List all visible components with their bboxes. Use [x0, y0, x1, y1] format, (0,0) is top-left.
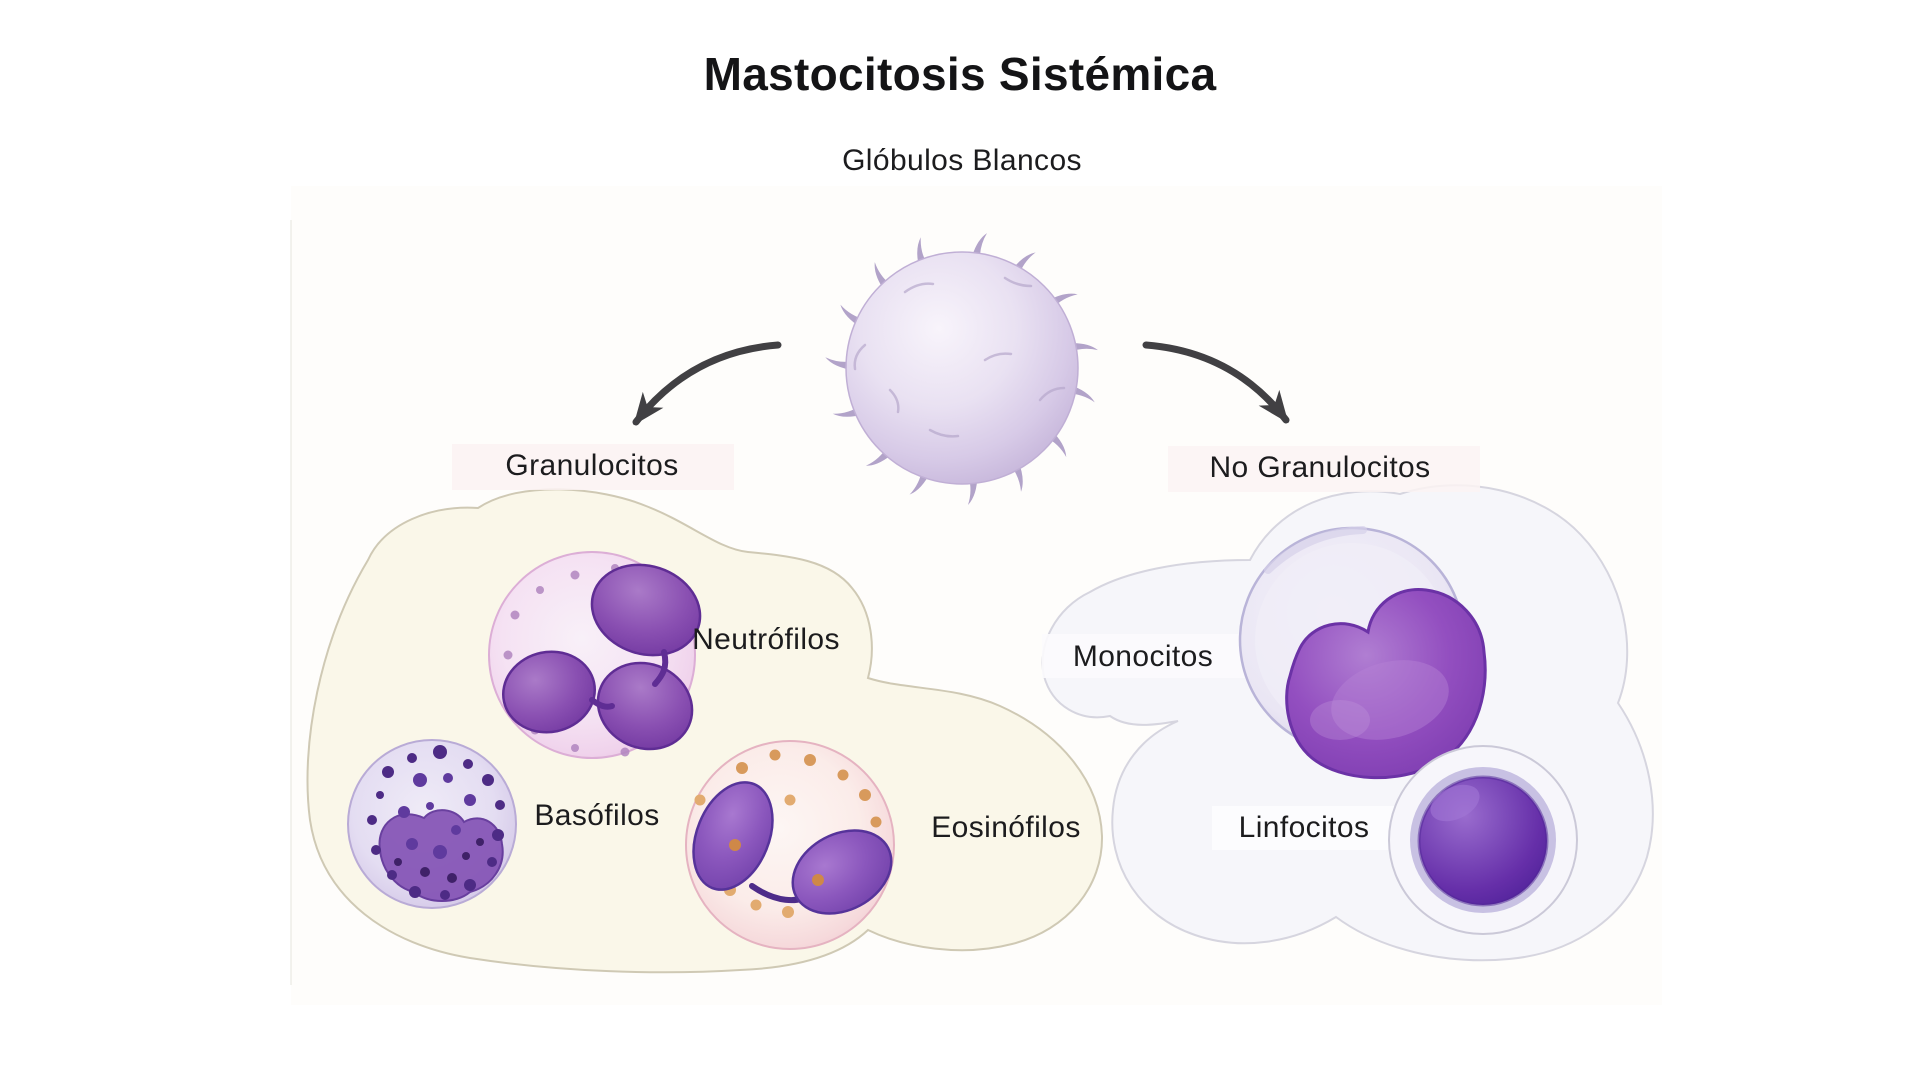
neutrophil-cell-illustration — [488, 551, 702, 759]
white-blood-cell-illustration — [824, 231, 1098, 506]
eosinophil-cell-illustration — [685, 740, 895, 950]
basophil-cell-illustration — [347, 739, 517, 909]
lymphocyte-label-strip — [1212, 806, 1400, 850]
root-cell-label: Glóbulos Blancos — [842, 144, 1082, 177]
monocyte-label: Monocitos — [1072, 640, 1214, 673]
eosinophil-label: Eosinófilos — [931, 811, 1081, 844]
neutrophil-label: Neutrófilos — [692, 623, 840, 656]
granulocytes-label: Granulocitos — [505, 449, 679, 482]
page-title: Mastocitosis Sistémica — [703, 48, 1217, 100]
monocyte-cell-illustration — [1238, 526, 1487, 780]
lymphocyte-cell-illustration — [1388, 745, 1578, 935]
basophil-label: Basófilos — [534, 799, 660, 832]
lymphocyte-label: Linfocitos — [1238, 811, 1370, 844]
right-branch-arrow — [1142, 341, 1290, 424]
agranulocytes-label: No Granulocitos — [1209, 451, 1431, 484]
agranulocytes-label-strip — [1168, 446, 1480, 492]
granulocytes-label-strip — [452, 444, 734, 490]
monocyte-label-strip — [1042, 634, 1246, 678]
left-branch-arrow — [632, 341, 782, 426]
